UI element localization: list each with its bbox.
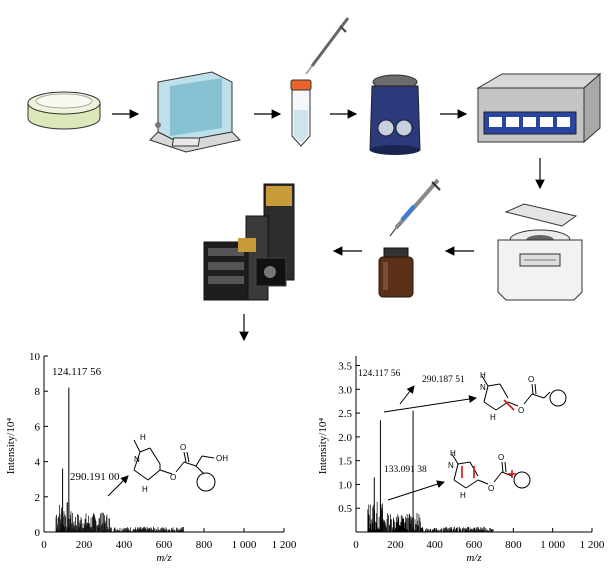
x-tick-label: 200 — [387, 539, 404, 551]
x-tick-label: 600 — [156, 539, 173, 551]
y-tick-label: 10 — [29, 351, 41, 363]
pipette-icon — [305, 17, 350, 75]
struct-label: N — [480, 383, 486, 392]
petri-dish-icon — [27, 91, 101, 130]
x-tick-label: 800 — [196, 539, 213, 551]
x-axis-label: m/z — [156, 552, 172, 564]
x-tick-label: 200 — [76, 539, 93, 551]
struct-label: H — [142, 485, 148, 494]
syringe-icon — [389, 178, 441, 237]
peak-label-124: 124.117 56 — [358, 369, 401, 379]
ultrasonic-bath-icon — [476, 72, 602, 144]
x-tick-label: 400 — [116, 539, 133, 551]
struct-label: O — [528, 375, 534, 384]
y-tick-label: 3.5 — [338, 361, 352, 373]
x-axis-label: m/z — [466, 552, 482, 564]
x-tick-label: 1 000 — [540, 539, 565, 551]
struct-label: N — [134, 455, 140, 464]
y-axis-label: Intensity/10⁴ — [5, 418, 17, 475]
struct-label: O — [180, 443, 186, 452]
x-tick-label: 400 — [426, 539, 443, 551]
struct-label: N — [448, 461, 454, 470]
chemical-structure-2b — [451, 453, 531, 489]
x-tick-label: 1 200 — [272, 539, 297, 551]
y-tick-label: 1.0 — [338, 479, 352, 491]
peak-label-124: 124.117 56 — [52, 366, 102, 378]
y-tick-label: 1.5 — [338, 456, 352, 468]
struct-label: H — [140, 433, 146, 442]
y-tick-label: 2.5 — [338, 408, 352, 420]
struct-label: H — [490, 413, 496, 422]
chemical-structure-2a — [481, 375, 567, 411]
x-tick-label: 0 — [353, 539, 359, 551]
annotation-arrow — [107, 475, 129, 497]
vortex-mixer-icon — [369, 74, 421, 155]
x-tick-label: 800 — [505, 539, 522, 551]
y-tick-label: 3.0 — [338, 384, 352, 396]
x-tick-label: 1 200 — [580, 539, 605, 551]
chemical-structure-1 — [133, 439, 216, 492]
y-tick-label: 8 — [35, 386, 41, 398]
struct-label: O — [488, 484, 494, 493]
lc-ms-instrument-icon — [203, 183, 295, 301]
x-tick-label: 0 — [41, 539, 47, 551]
x-tick-label: 1 000 — [232, 539, 257, 551]
cleavage-mark — [503, 399, 515, 411]
y-tick-label: 2 — [35, 492, 41, 504]
struct-label: O — [170, 473, 176, 482]
peak-label-290: 290.187 51 — [422, 375, 465, 385]
sample-vial-icon — [378, 247, 414, 298]
struct-label: H — [450, 449, 456, 458]
x-tick-label: 600 — [466, 539, 483, 551]
y-tick-label: 0 — [35, 527, 41, 539]
y-tick-label: 2.0 — [338, 432, 352, 444]
mass-spectrum-chart-1: 0 2 4 6 8 10 0 200 400 600 800 1 000 1 200 Intensit… — [5, 351, 297, 564]
peak-label-290: 290.191 00 — [70, 471, 120, 483]
mass-spectrum-chart-2: 0.5 1.0 1.5 2.0 2.5 3.0 3.5 0 200 400 600 800 1 000… — [317, 356, 605, 564]
centrifuge-tube-icon — [290, 79, 312, 147]
struct-label: H — [460, 491, 466, 500]
y-tick-label: 0.5 — [338, 503, 352, 515]
annotation-arrow — [399, 385, 415, 405]
y-tick-label: 4 — [35, 457, 41, 469]
struct-label: O — [518, 406, 524, 415]
y-axis-label: Intensity/10⁴ — [317, 418, 329, 475]
peak-label-133: 133.091 38 — [384, 465, 427, 475]
struct-label: H — [480, 371, 486, 380]
annotation-arrow — [387, 480, 445, 501]
annotation-arrow — [383, 395, 477, 413]
centrifuge-icon — [497, 203, 583, 301]
analytical-balance-icon — [149, 71, 241, 153]
struct-label: OH — [216, 454, 228, 463]
struct-label: O — [498, 453, 504, 462]
y-tick-label: 6 — [35, 421, 41, 433]
